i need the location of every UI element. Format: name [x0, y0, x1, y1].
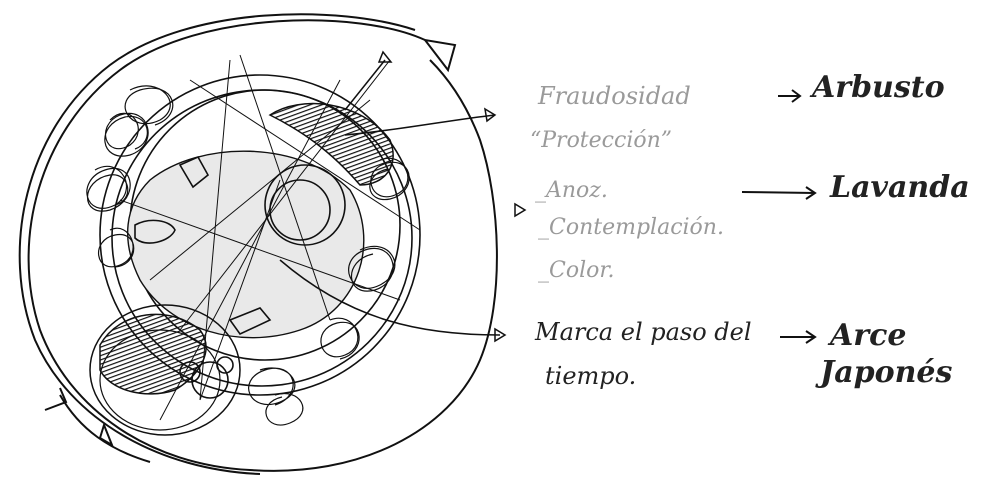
note-proteccion: “Protección” — [530, 128, 672, 153]
result-arrows — [742, 90, 815, 343]
note-arbusto: Arbusto — [812, 70, 945, 105]
note-fraudosidad: Fraudosidad — [538, 82, 691, 110]
note-lavanda: Lavanda — [830, 170, 970, 205]
hatched-shrub-bottom — [90, 305, 240, 435]
note-marca-el-paso: Marca el paso del — [535, 318, 752, 346]
note-arce: Arce — [830, 318, 906, 353]
note-anoz: _Anoz. — [535, 178, 608, 203]
note-japones: Japonés — [820, 355, 952, 390]
note-color: _Color. — [538, 258, 614, 283]
note-tiempo: tiempo. — [545, 362, 636, 390]
note-contemplacion: _Contemplación. — [538, 215, 724, 240]
